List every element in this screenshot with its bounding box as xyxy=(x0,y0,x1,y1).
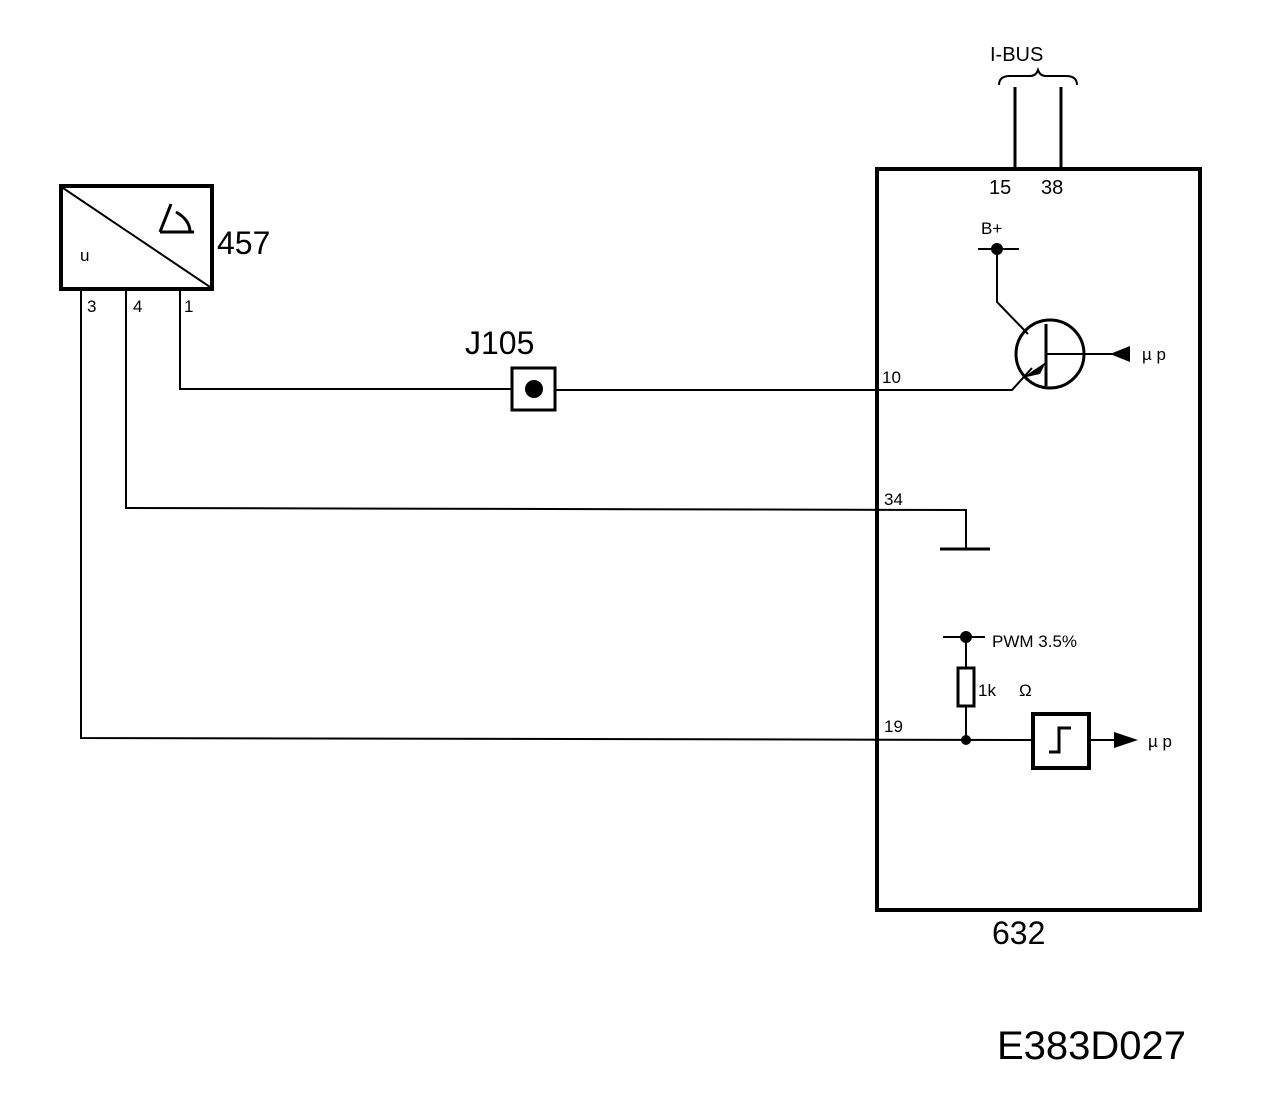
schmitt-symbol xyxy=(1049,726,1071,754)
sensor-id: 457 xyxy=(217,225,270,261)
schmitt-trigger-icon xyxy=(1031,712,1091,770)
ibus-brace xyxy=(998,66,1078,86)
sensor-diagonal xyxy=(62,187,211,288)
sensor-457: u 457 3 4 1 xyxy=(59,184,270,316)
controller-pin-15: 15 xyxy=(989,177,1011,199)
resistor-icon xyxy=(956,666,976,708)
wire-pin4-to-pin34 xyxy=(125,290,967,549)
supply-wire xyxy=(996,249,1029,335)
controller-pin-19: 19 xyxy=(884,717,903,736)
controller-box xyxy=(875,167,1202,912)
controller-pin-34: 34 xyxy=(884,490,903,509)
mp-output-arrow-icon xyxy=(1114,732,1138,748)
connector-box xyxy=(510,366,557,412)
mp-label-bottom: µ p xyxy=(1148,732,1172,751)
resistor-label: 1k xyxy=(978,681,996,700)
sensor-pin-1: 1 xyxy=(184,297,193,316)
ibus-label: I-BUS xyxy=(990,44,1043,66)
sensor-u-label: u xyxy=(80,246,89,265)
pwm-label: PWM 3.5% xyxy=(992,632,1077,651)
mp-input-arrow-icon xyxy=(1110,346,1130,362)
controller-pin-10: 10 xyxy=(882,368,901,387)
wires xyxy=(80,290,1033,741)
ohm-label: Ω xyxy=(1019,681,1032,700)
figure-code: E383D027 xyxy=(997,1024,1186,1068)
connector-id: J105 xyxy=(465,325,534,361)
controller-632: 15 38 10 34 19 632 B+ µ p PWM 3.5% 1k Ω xyxy=(875,167,1202,951)
connector-pin-dot xyxy=(525,380,543,398)
controller-id: 632 xyxy=(992,915,1045,951)
wire-pin1-to-pin10 xyxy=(179,290,1033,391)
wire-pin3-to-pin19 xyxy=(80,290,1033,741)
mp-label-top: µ p xyxy=(1142,345,1166,364)
transistor-icon xyxy=(1014,318,1112,390)
sensor-pin-4: 4 xyxy=(133,297,142,316)
connector-j105: J105 xyxy=(465,325,557,412)
angle-icon xyxy=(158,203,194,234)
junction-node xyxy=(961,735,971,745)
ibus-group: I-BUS xyxy=(990,44,1078,169)
supply-label: B+ xyxy=(981,219,1002,238)
sensor-box xyxy=(59,184,214,291)
sensor-pin-3: 3 xyxy=(87,297,96,316)
controller-pin-38: 38 xyxy=(1041,177,1063,199)
